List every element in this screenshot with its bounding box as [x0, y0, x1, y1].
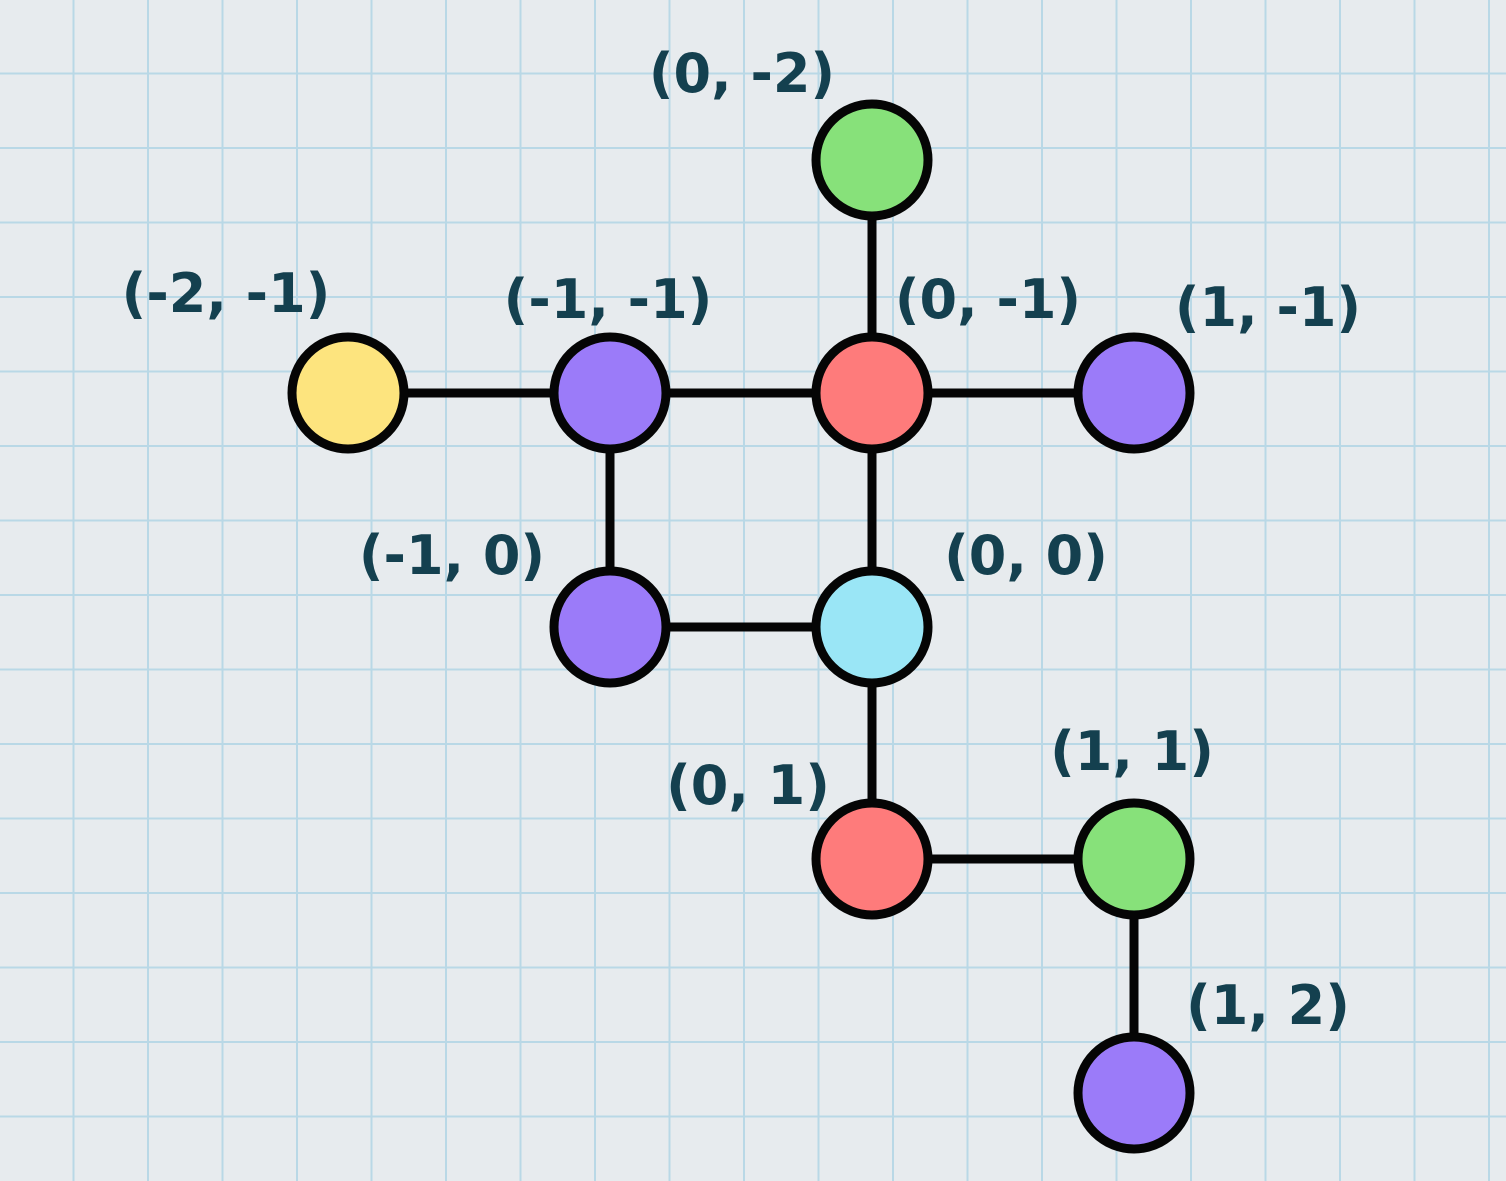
- node-label-n_0_0: (0, 0): [944, 524, 1108, 587]
- node-n_1_1: [1073, 798, 1195, 920]
- node-n_1_2: [1073, 1032, 1195, 1154]
- labels-layer: (0, -2) (-2, -1) (-1, -1) (0, -1) (1, -1) (-1…: [122, 42, 1361, 1037]
- node-label-n_0_1: (0, 1): [666, 754, 830, 817]
- node-n_0_-1: [811, 332, 933, 454]
- node-label-n_-1_0: (-1, 0): [359, 524, 545, 587]
- node-label-n_-2_-1: (-2, -1): [122, 262, 331, 325]
- node-label-n_1_-1: (1, -1): [1175, 276, 1361, 339]
- node-n_0_0: [811, 566, 933, 688]
- node-n_0_1: [811, 798, 933, 920]
- node-n_-2_-1: [287, 332, 409, 454]
- node-label-n_-1_-1: (-1, -1): [504, 268, 713, 331]
- node-n_0_-2: [811, 99, 933, 221]
- nodes-layer: [287, 99, 1195, 1154]
- node-label-n_0_-1: (0, -1): [895, 268, 1081, 331]
- node-n_1_-1: [1073, 332, 1195, 454]
- node-label-n_1_2: (1, 2): [1186, 974, 1350, 1037]
- node-label-n_0_-2: (0, -2): [649, 42, 835, 105]
- node-n_-1_0: [549, 566, 671, 688]
- node-label-n_1_1: (1, 1): [1050, 720, 1214, 783]
- node-n_-1_-1: [549, 332, 671, 454]
